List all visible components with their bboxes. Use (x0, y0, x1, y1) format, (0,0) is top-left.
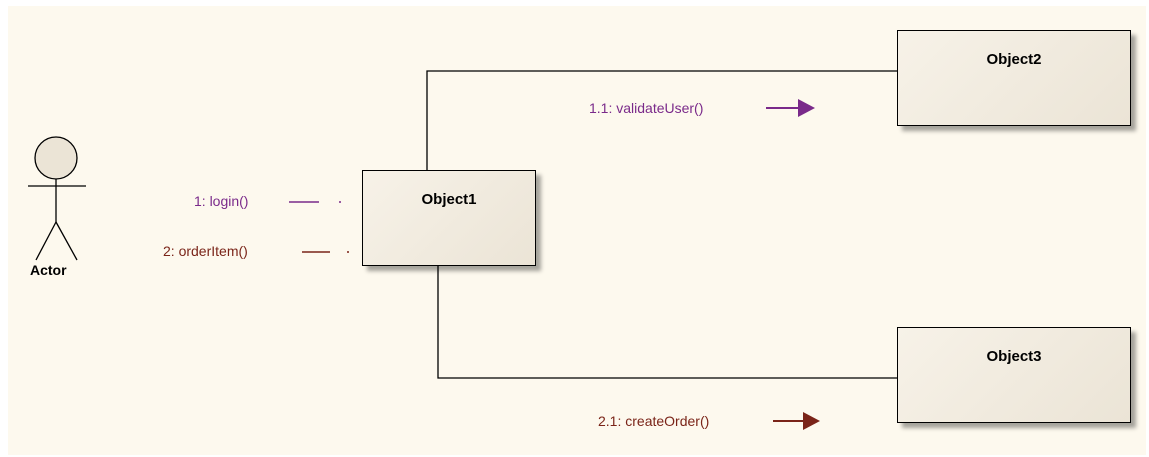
connectors-layer (28, 70, 898, 430)
validate-user-arrow (766, 99, 815, 117)
object3-box[interactable]: Object3 (897, 327, 1131, 423)
message-order-item[interactable]: 2: orderItem() (163, 243, 248, 259)
object1-label: Object1 (421, 191, 477, 208)
link-object1-object3 (437, 266, 898, 379)
login-arrow (289, 201, 341, 203)
actor-label: Actor (30, 262, 67, 278)
diagram-canvas: Actor Object1 Object2 Object3 1: login()… (8, 6, 1146, 455)
link-object1-object2 (426, 70, 898, 171)
object2-label: Object2 (986, 51, 1042, 68)
create-order-arrow (773, 412, 820, 430)
message-login[interactable]: 1: login() (194, 193, 249, 209)
object2-box[interactable]: Object2 (897, 30, 1131, 126)
message-validate-user[interactable]: 1.1: validateUser() (589, 100, 704, 116)
actor-icon[interactable] (28, 136, 86, 261)
order-item-arrow (302, 251, 349, 253)
object1-box[interactable]: Object1 (362, 170, 536, 266)
object3-label: Object3 (986, 348, 1042, 365)
message-create-order[interactable]: 2.1: createOrder() (598, 413, 710, 429)
